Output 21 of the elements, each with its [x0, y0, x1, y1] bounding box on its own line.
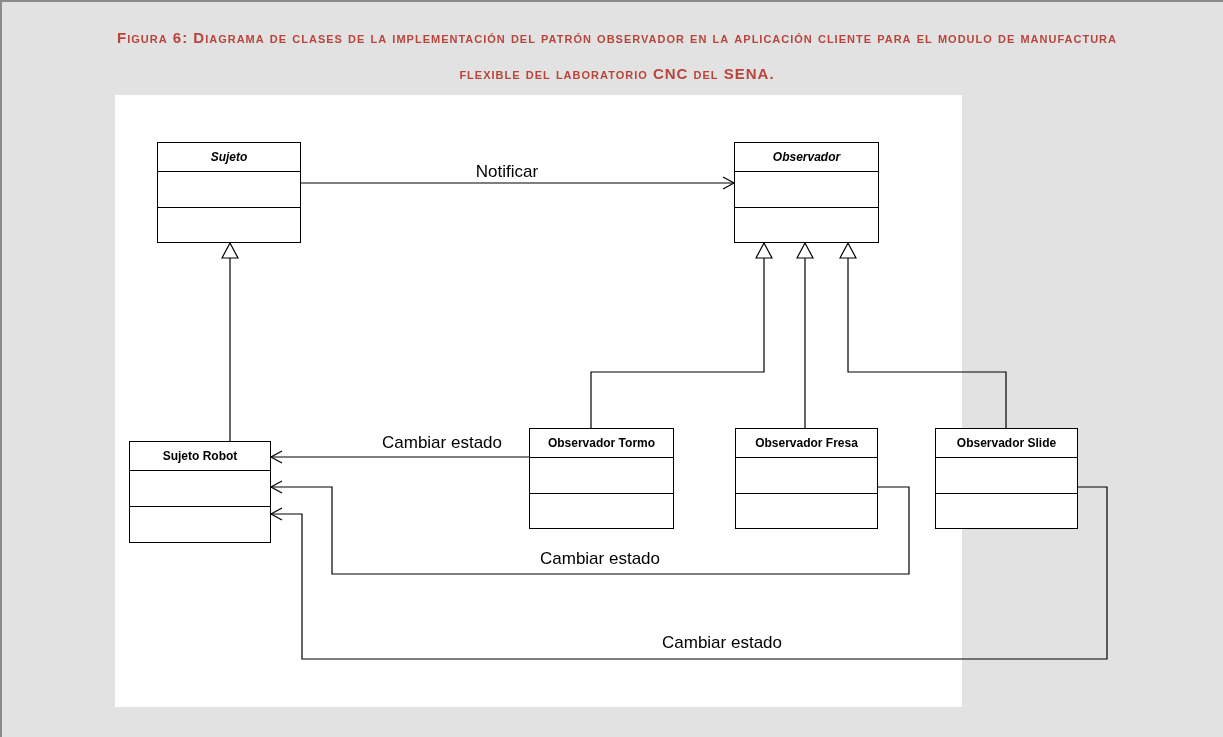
generalization-arrow	[839, 242, 1007, 429]
class-name: Observador Slide	[956, 435, 1057, 452]
association-arrow	[300, 176, 735, 190]
class-name: Observador	[772, 149, 841, 166]
class-box	[734, 142, 879, 243]
association-arrow	[270, 450, 530, 464]
class-name: Sujeto Robot	[162, 448, 238, 465]
class-box	[935, 428, 1078, 529]
class-box	[529, 428, 674, 529]
association-arrow	[270, 480, 910, 575]
class-name: Observador Fresa	[755, 435, 858, 452]
class-name: Sujeto	[210, 149, 248, 166]
class-name: Observador Tormo	[547, 435, 656, 452]
generalization-arrow	[796, 242, 814, 429]
figure-title: Figura 6: Diagrama de clases de la implementación del patrón observador en la aplicación cliente para el modulo de manufactura flexible del laboratorio CNC del SENA.	[116, 28, 1118, 84]
generalization-arrow	[221, 242, 239, 442]
class-box	[129, 441, 271, 543]
class-box	[157, 142, 301, 243]
class-box	[735, 428, 878, 529]
association-arrow	[270, 486, 1108, 660]
generalization-arrow	[590, 242, 773, 429]
